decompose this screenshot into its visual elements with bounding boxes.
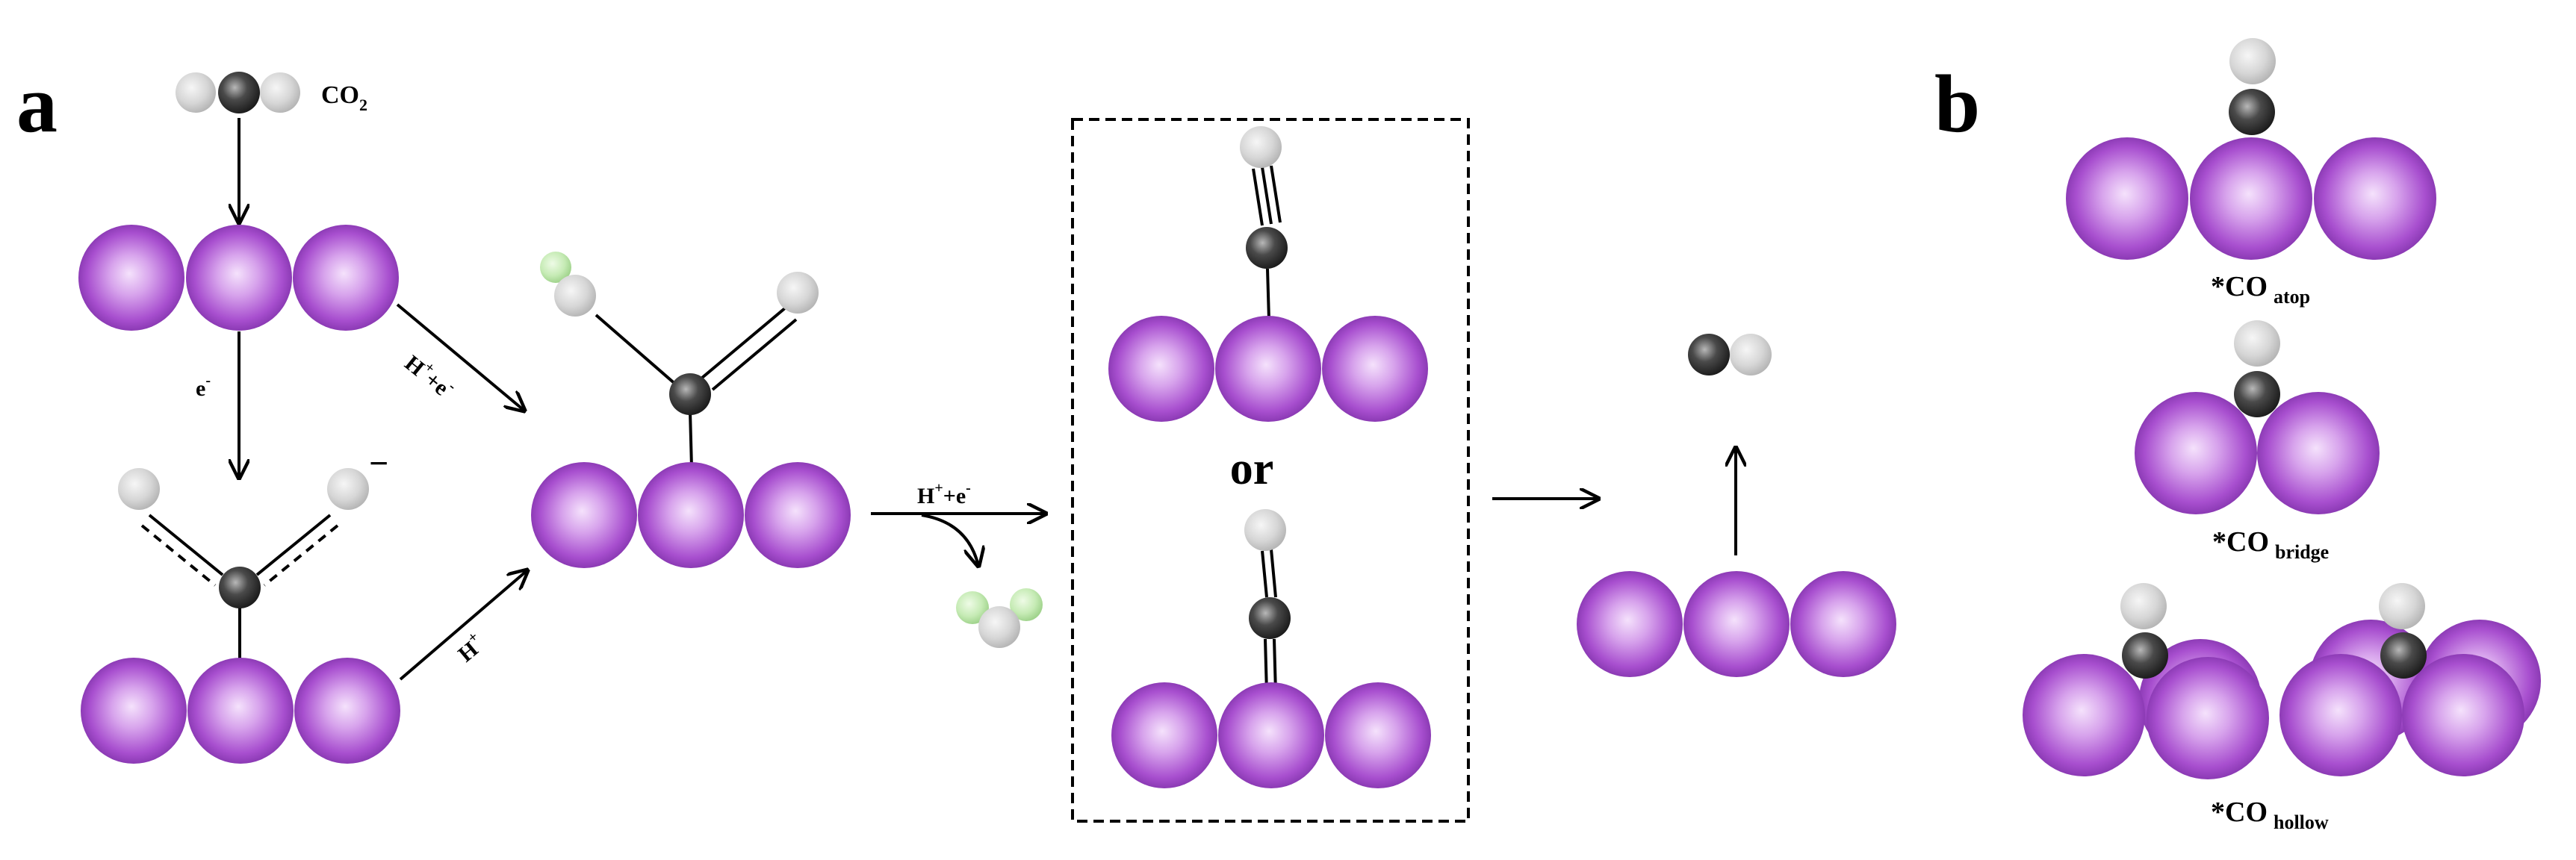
step-cooh-intermediate <box>531 252 851 568</box>
panel-label-a: a <box>16 58 58 149</box>
metal-atom <box>1577 571 1683 677</box>
metal-atom <box>2135 392 2257 514</box>
metal-atom <box>1108 316 1214 422</box>
metal-atom <box>1322 316 1428 422</box>
panel-label-b: b <box>1934 58 1980 149</box>
carbon-atom <box>2234 371 2280 417</box>
metal-surface-1 <box>78 225 399 331</box>
metal-atom <box>2257 392 2380 514</box>
metal-atom <box>81 658 187 764</box>
oxygen-atom <box>1240 126 1282 168</box>
metal-atom <box>78 225 184 331</box>
metal-surface-3 <box>531 462 851 568</box>
oxygen-atom <box>1730 334 1772 376</box>
co-double-bond-option <box>1111 509 1431 788</box>
metal-atom <box>2190 137 2312 260</box>
co2-label: CO2 <box>321 81 367 114</box>
carbon-atom <box>1246 227 1288 269</box>
oxygen-atom <box>327 468 369 510</box>
carbon-atom <box>1688 334 1730 376</box>
carbon-atom <box>2380 632 2427 679</box>
carbon-atom <box>218 72 260 113</box>
metal-atom <box>2066 137 2188 260</box>
oxygen-atom <box>554 275 596 317</box>
arrow-water-branch <box>921 514 978 566</box>
carbon-atom <box>219 567 261 608</box>
step-co2-anion: − <box>81 444 400 764</box>
oxygen-atom <box>777 272 819 314</box>
proton-label: H+ <box>451 629 489 667</box>
or-label: or <box>1230 443 1274 494</box>
metal-atom <box>2147 657 2269 779</box>
oxygen-atom <box>176 72 216 113</box>
water-molecule <box>956 588 1043 648</box>
hydrogen-atom <box>540 252 571 283</box>
co-triple-bond-option <box>1108 126 1428 422</box>
hydrogen-atom <box>956 591 989 624</box>
oxygen-atom <box>2234 320 2280 367</box>
arrow-proton-electron-1 <box>396 303 524 411</box>
negative-charge-label: − <box>369 444 388 482</box>
metal-atom <box>638 462 744 568</box>
oxygen-atom <box>2379 583 2425 629</box>
metal-atom <box>187 658 294 764</box>
oxygen-atom <box>1244 509 1286 551</box>
step-co-desorption <box>1577 334 1896 677</box>
proton-electron-label-1: H++e- <box>400 348 460 404</box>
metal-atom <box>745 462 851 568</box>
hydrogen-atom <box>1010 588 1043 621</box>
metal-atom <box>2279 654 2402 776</box>
oxygen-atom <box>118 468 160 510</box>
metal-atom <box>2023 654 2145 776</box>
metal-atom <box>1215 316 1321 422</box>
carbon-atom <box>2229 89 2275 135</box>
step-co-adsorbed-box: or <box>1071 118 1470 823</box>
metal-atom <box>1790 571 1896 677</box>
metal-surface-5 <box>1577 571 1896 677</box>
metal-atom <box>294 658 400 764</box>
oxygen-atom <box>260 72 300 113</box>
step-co2-adsorption: CO2 <box>78 72 399 331</box>
metal-atom <box>531 462 637 568</box>
carbon-atom <box>669 373 711 415</box>
metal-atom <box>1218 682 1324 788</box>
metal-atom <box>1325 682 1431 788</box>
metal-atom <box>1111 682 1217 788</box>
dashed-box <box>1071 118 1470 823</box>
metal-atom <box>2402 654 2524 776</box>
electron-label: e- <box>196 373 211 401</box>
carbon-atom <box>2122 632 2168 679</box>
oxygen-atom <box>2229 38 2276 84</box>
arrow-proton <box>399 570 527 681</box>
metal-atom <box>1683 571 1790 677</box>
metal-atom <box>2314 137 2436 260</box>
oxygen-atom <box>978 606 1020 648</box>
metal-atom <box>186 225 292 331</box>
step-water-release: H++e- <box>871 480 1046 648</box>
cooh-bonds <box>595 306 798 468</box>
metal-atom <box>293 225 399 331</box>
oxygen-atom <box>2120 583 2167 629</box>
co2-molecule <box>176 72 300 113</box>
metal-surface-2 <box>81 658 400 764</box>
carbon-atom <box>1249 597 1291 639</box>
proton-electron-label-2: H++e- <box>917 480 971 508</box>
